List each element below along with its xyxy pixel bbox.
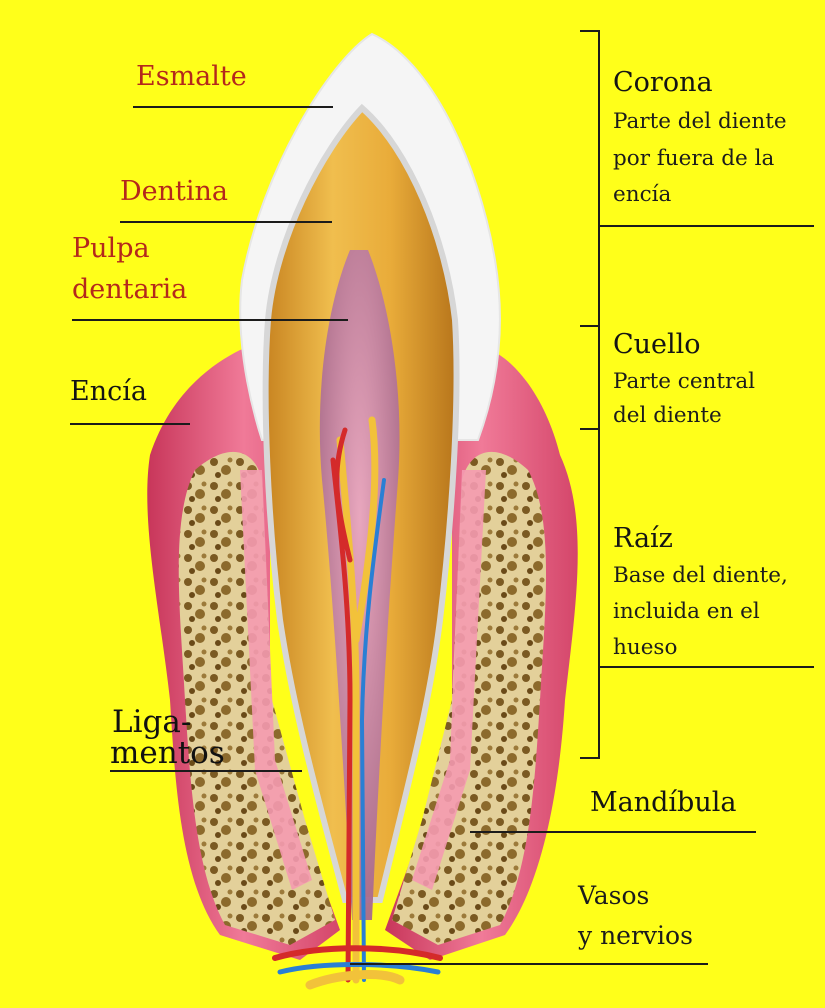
encia-leader-line — [70, 423, 190, 425]
corona-bottom-bracket — [580, 325, 600, 327]
raiz-divider-line — [600, 666, 814, 668]
label-vasos-line1: Vasos — [578, 882, 649, 910]
dentina-leader-line — [120, 221, 332, 223]
label-esmalte: Esmalte — [136, 62, 247, 92]
bracket-vertical-line — [598, 30, 600, 757]
cuello-desc-line2: del diente — [613, 404, 722, 428]
cuello-desc-line1: Parte central — [613, 370, 755, 394]
corona-desc-line2: por fuera de la — [613, 147, 774, 171]
raiz-desc-line1: Base del diente, — [613, 564, 788, 588]
label-ligamentos-line2: mentos — [110, 736, 225, 771]
pulpa-leader-line — [72, 319, 348, 321]
raiz-desc-line2: incluida en el — [613, 600, 760, 624]
label-vasos-line2: y nervios — [578, 922, 693, 950]
label-encia: Encía — [70, 377, 147, 407]
cuello-title: Cuello — [613, 330, 701, 360]
label-dentina: Dentina — [120, 177, 228, 207]
raiz-bottom-bracket — [580, 757, 600, 759]
corona-divider-line — [600, 225, 814, 227]
corona-top-bracket — [580, 30, 600, 32]
label-pulpa-line2: dentaria — [72, 275, 187, 305]
label-pulpa-line1: Pulpa — [72, 234, 150, 264]
corona-desc-line3: encía — [613, 183, 671, 207]
vasos-leader-line — [350, 963, 708, 965]
label-mandibula: Mandíbula — [590, 788, 736, 818]
corona-title: Corona — [613, 68, 713, 98]
corona-desc-line1: Parte del diente — [613, 110, 787, 134]
mandibula-leader-line — [470, 831, 756, 833]
raiz-title: Raíz — [613, 524, 673, 554]
cuello-bottom-bracket — [580, 428, 600, 430]
esmalte-leader-line — [133, 106, 333, 108]
raiz-desc-line3: hueso — [613, 636, 677, 660]
